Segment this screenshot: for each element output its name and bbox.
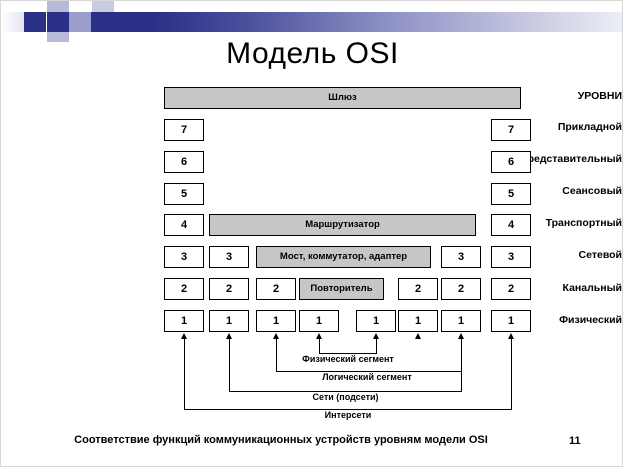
layer-box-3-mid-l[interactable]: 3 xyxy=(209,246,249,268)
device-box-gateway[interactable]: Шлюз xyxy=(164,87,521,109)
bracket-internet-left-stem xyxy=(184,339,185,409)
bracket-label-logical-segment: Логический сегмент xyxy=(322,372,412,382)
arrowhead-a xyxy=(180,333,187,339)
bracket-physical-span xyxy=(319,353,377,354)
bracket-logical-span xyxy=(276,371,462,372)
bracket-logical-left-stem xyxy=(276,339,277,371)
layer-box-3-mid-r[interactable]: 3 xyxy=(441,246,481,268)
layer-box-6-left[interactable]: 6 xyxy=(164,151,204,173)
arrowhead-f xyxy=(414,333,421,339)
layer-box-1-h[interactable]: 1 xyxy=(491,310,531,332)
layer-box-6-right[interactable]: 6 xyxy=(491,151,531,173)
layer-box-2-c[interactable]: 2 xyxy=(256,278,296,300)
layer-box-1-a[interactable]: 1 xyxy=(164,310,204,332)
deco-square-7 xyxy=(92,1,114,12)
layer-box-5-left[interactable]: 5 xyxy=(164,183,204,205)
deco-square-1 xyxy=(1,1,23,12)
layer-box-1-g[interactable]: 1 xyxy=(441,310,481,332)
arrowhead-d xyxy=(315,333,322,339)
level-label-application: Прикладной xyxy=(557,121,622,133)
layer-box-1-e[interactable]: 1 xyxy=(356,310,396,332)
layer-box-4-left[interactable]: 4 xyxy=(164,214,204,236)
arrowhead-c xyxy=(272,333,279,339)
layer-box-1-d[interactable]: 1 xyxy=(299,310,339,332)
layer-box-2-right[interactable]: 2 xyxy=(491,278,531,300)
bracket-networks-left-stem xyxy=(229,339,230,391)
arrowhead-h xyxy=(507,333,514,339)
level-label-transport: Транспортный xyxy=(545,217,622,229)
deco-square-5 xyxy=(47,32,69,42)
level-label-network: Сетевой xyxy=(578,249,622,261)
deco-square-4 xyxy=(47,1,69,12)
layer-box-3-right[interactable]: 3 xyxy=(491,246,531,268)
bracket-networks-right-stem xyxy=(461,339,462,391)
layer-box-1-b[interactable]: 1 xyxy=(209,310,249,332)
arrowhead-e xyxy=(372,333,379,339)
bracket-label-physical-segment: Физический сегмент xyxy=(302,354,394,364)
bracket-label-networks: Сети (подсети) xyxy=(312,392,379,402)
level-label-presentation: Представительный xyxy=(520,153,622,165)
layer-box-5-right[interactable]: 5 xyxy=(491,183,531,205)
levels-header-label: УРОВНИ xyxy=(577,90,622,102)
layer-box-1-c[interactable]: 1 xyxy=(256,310,296,332)
bracket-internet-span xyxy=(184,409,512,410)
deco-square-3 xyxy=(24,12,46,32)
layer-box-2-b[interactable]: 2 xyxy=(209,278,249,300)
device-box-repeater[interactable]: Повторитель xyxy=(299,278,384,300)
deco-square-8 xyxy=(24,1,46,12)
layer-box-3-left[interactable]: 3 xyxy=(164,246,204,268)
bracket-internet-right-stem xyxy=(511,339,512,409)
level-label-session: Сеансовый xyxy=(562,185,622,197)
layer-box-2-left[interactable]: 2 xyxy=(164,278,204,300)
page-number: 11 xyxy=(569,435,581,447)
bracket-label-internet: Интерсети xyxy=(324,410,372,420)
arrowhead-b xyxy=(225,333,232,339)
bracket-networks-span xyxy=(229,391,462,392)
footer-caption: Соответствие функций коммуникационных ус… xyxy=(74,434,488,446)
layer-box-2-f[interactable]: 2 xyxy=(441,278,481,300)
layer-box-7-left[interactable]: 7 xyxy=(164,119,204,141)
layer-box-7-right[interactable]: 7 xyxy=(491,119,531,141)
bracket-physical-right-stem xyxy=(376,339,377,353)
arrowhead-g xyxy=(457,333,464,339)
layer-box-1-f[interactable]: 1 xyxy=(398,310,438,332)
layer-box-2-e[interactable]: 2 xyxy=(398,278,438,300)
page-title: Модель OSI xyxy=(226,37,399,70)
level-label-physical: Физический xyxy=(559,314,622,326)
device-box-router[interactable]: Маршрутизатор xyxy=(209,214,476,236)
device-box-bridge[interactable]: Мост, коммутатор, адаптер xyxy=(256,246,431,268)
deco-square-6 xyxy=(69,12,91,32)
bracket-physical-left-stem xyxy=(319,339,320,353)
level-label-datalink: Канальный xyxy=(562,282,622,294)
layer-box-4-right[interactable]: 4 xyxy=(491,214,531,236)
deco-square-2 xyxy=(1,12,24,32)
header-gradient-bar xyxy=(47,12,622,32)
